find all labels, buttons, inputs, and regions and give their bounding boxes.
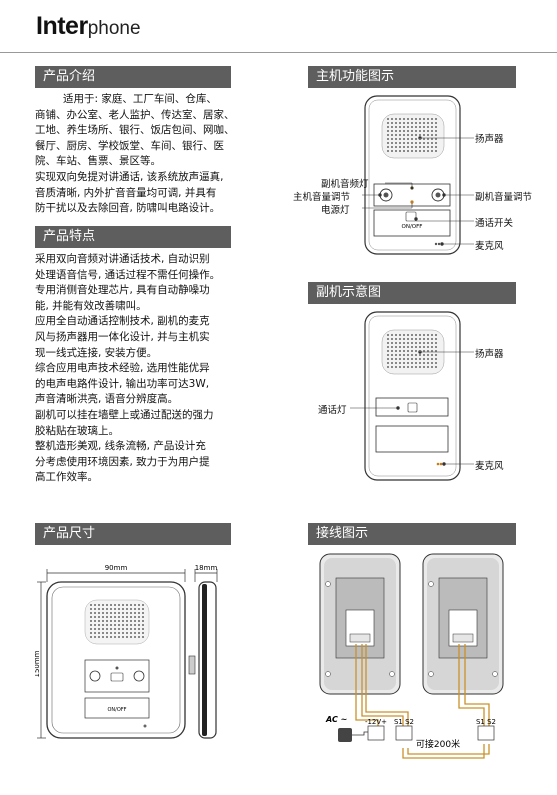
intro-line: 音质清晰, 内外扩音音量均可调, 并具有 — [35, 186, 217, 199]
volume-knob-right — [133, 670, 145, 682]
intro-line: 商铺、办公室、老人监护、传达室、居家、 — [35, 108, 235, 121]
main-unit-back — [319, 553, 401, 695]
section-title-wiring: 接线图示 — [308, 523, 516, 545]
dimension-drawing: 90mm 150mm ON/OFF 18mm — [35, 564, 218, 739]
label-microphone: 麦克风 — [475, 241, 504, 252]
label-sub-speaker: 扬声器 — [475, 349, 504, 360]
width-label: 90mm — [105, 564, 128, 572]
distance-label: 可接200米 — [416, 738, 460, 750]
s-terminal-left — [395, 725, 413, 741]
sub-unit-diagram — [350, 311, 474, 481]
header-divider — [0, 52, 557, 53]
label-speaker: 扬声器 — [475, 134, 504, 145]
label-sub-microphone: 麦克风 — [475, 461, 504, 472]
volume-knob-left — [89, 670, 101, 682]
features-line: 的电声电路件设计, 输出功率可达3W, — [35, 377, 210, 390]
section-title-features: 产品特点 — [35, 226, 231, 248]
wiring-diagram: -12V+ S1 S2 S1 S2 可接200米 AC ~ — [319, 553, 504, 759]
features-line: 副机可以挂在墙壁上或通过配送的强力 — [35, 408, 214, 421]
power-light — [410, 200, 414, 204]
features-line: 整机造形美观, 线条流畅, 产品设计充 — [35, 440, 206, 453]
s-terms-label: S1 S2 — [394, 718, 414, 726]
features-line: 专用消侧音处理芯片, 具有自动静噪功 — [35, 284, 210, 297]
side-device-body — [198, 581, 217, 739]
onoff-panel — [84, 697, 150, 719]
sub-blank-panel — [375, 425, 449, 453]
brand-bold: Inter — [36, 12, 88, 40]
features-line: 声音清晰洪亮, 语音分辨度高。 — [35, 393, 179, 406]
main-onoff-label: ON/OFF — [402, 224, 423, 230]
label-call-switch: 通话开关 — [475, 218, 514, 229]
s-terminal-right — [477, 725, 495, 741]
label-sub-call-light: 通话灯 — [318, 405, 347, 416]
features-text: 采用双向音频对讲通话技术, 自动识别 处理语音信号, 通话过程不需任何操作。 专… — [35, 252, 240, 486]
height-label: 150mm — [35, 650, 41, 677]
sub-mic-icon — [407, 402, 418, 413]
main-unit-diagram: ON/OFF — [362, 95, 474, 255]
features-line: 分考虑使用环境因素, 致力于为用户提 — [35, 455, 210, 468]
section-title-main-unit: 主机功能图示 — [308, 66, 516, 88]
depth-label: 18mm — [195, 564, 218, 572]
intro-line: 实现双向免提对讲通话, 该系统放声逼真, — [35, 170, 224, 183]
power-terms-label: -12V+ — [365, 718, 387, 726]
label-sub-audio-light: 副机音频灯 — [321, 179, 369, 190]
brand-logo: Interphone — [36, 12, 141, 41]
section-title-size: 产品尺寸 — [35, 523, 231, 545]
features-line: 风与扬声器用一体化设计, 并与主机实 — [35, 330, 210, 343]
features-line: 高工作效率。 — [35, 471, 98, 484]
features-line: 现一线式连接, 安装方便。 — [35, 346, 158, 359]
power-terminal — [367, 725, 385, 741]
power-adapter-icon — [338, 728, 352, 742]
onoff-label: ON/OFF — [107, 707, 126, 713]
label-power-light: 电源灯 — [321, 205, 350, 216]
wires — [355, 644, 490, 759]
features-line: 处理语音信号, 通话过程不需任何操作。 — [35, 268, 221, 281]
features-line: 应用全自动通话控制技术, 副机的麦克 — [35, 315, 210, 328]
features-line: 采用双向音频对讲通话技术, 自动识别 — [35, 253, 210, 265]
features-line: 综合应用电声技术经验, 选用性能优异 — [35, 362, 210, 375]
intro-line: 适用于: 家庭、工厂车间、仓库、 — [63, 93, 217, 105]
intro-text: 适用于: 家庭、工厂车间、仓库、 商铺、办公室、老人监护、传达室、居家、 工地、… — [35, 92, 235, 217]
label-sub-volume: 副机音量调节 — [475, 192, 533, 203]
intro-line: 院、车站、售票、景区等。 — [35, 155, 161, 168]
brand-rest: phone — [87, 18, 141, 39]
features-line: 胶粘贴在玻璃上。 — [35, 424, 119, 437]
intro-line: 防干扰以及去除回音, 防啸叫电路设计。 — [35, 202, 221, 215]
mic-switch-icon — [110, 672, 124, 682]
intro-line: 餐厅、厨房、学校饭堂、车间、银行、医 — [35, 139, 224, 152]
ac-label: AC ~ — [325, 715, 347, 724]
sub-unit-back — [422, 553, 504, 695]
label-main-volume: 主机音量调节 — [293, 192, 351, 203]
features-line: 能, 并能有效改善啸叫。 — [35, 299, 147, 312]
section-title-intro: 产品介绍 — [35, 66, 231, 88]
intro-line: 工地、养生场所、银行、饭店包间、网咖、 — [35, 124, 235, 137]
mic-icon — [405, 211, 417, 222]
section-title-sub-unit: 副机示意图 — [308, 282, 516, 304]
speaker-grille — [84, 599, 150, 645]
s-terms-right-label: S1 S2 — [476, 718, 496, 726]
